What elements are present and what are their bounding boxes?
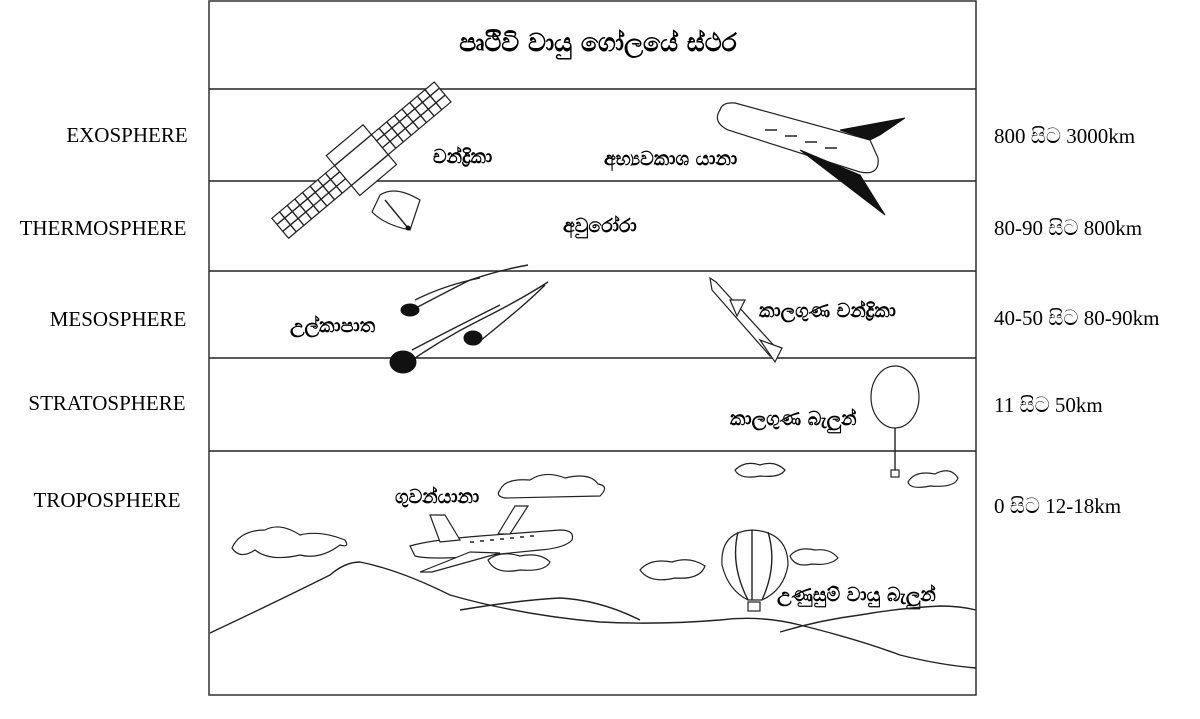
diagram-title: පෘථිවි වායු ගෝලයේ ස්ථර [459, 28, 737, 61]
weather-balloon-icon [870, 365, 920, 478]
altitude-troposphere: 0 සිට 12-18km [994, 494, 1121, 518]
label-weather-rocket: කාලගුණ චන්ද්‍රිකා [759, 300, 896, 323]
satellite-icon [271, 81, 452, 240]
label-weather-balloon: කාලගුණ බැලුන් [730, 408, 857, 434]
cloud-icon [231, 462, 959, 581]
airplane-icon [409, 505, 574, 573]
layer-name-thermosphere: THERMOSPHERE [20, 216, 187, 240]
layer-name-stratosphere: STRATOSPHERE [28, 391, 185, 415]
meteors-icon [389, 264, 549, 374]
mountains-icon [209, 561, 977, 669]
label-hot-air-balloon: උණුසුම් වායු බැලුන් [777, 584, 936, 610]
space-shuttle-icon [716, 102, 906, 216]
weather-rocket-icon [709, 276, 783, 364]
label-airplane: ගුවන්යානා [395, 486, 479, 508]
label-meteors: උල්කාපාත [290, 315, 376, 338]
label-space-shuttle: අභ්‍යවකාශ යානා [604, 148, 737, 172]
diagram-frame [208, 0, 977, 696]
altitude-stratosphere: 11 සිට 50km [994, 393, 1103, 417]
altitude-mesosphere: 40-50 සිට 80-90km [994, 306, 1160, 330]
hot-air-balloon-icon [721, 529, 789, 612]
label-satellite: චන්ද්‍රිකා [433, 146, 492, 168]
altitude-exosphere: 800 සිට 3000km [994, 124, 1135, 148]
label-aurora: අවුරෝරා [563, 215, 637, 239]
layer-name-troposphere: TROPOSPHERE [33, 488, 180, 512]
layer-name-exosphere: EXOSPHERE [66, 123, 187, 147]
layer-name-mesosphere: MESOSPHERE [50, 307, 187, 331]
altitude-thermosphere: 80-90 සිට 800km [994, 216, 1142, 240]
